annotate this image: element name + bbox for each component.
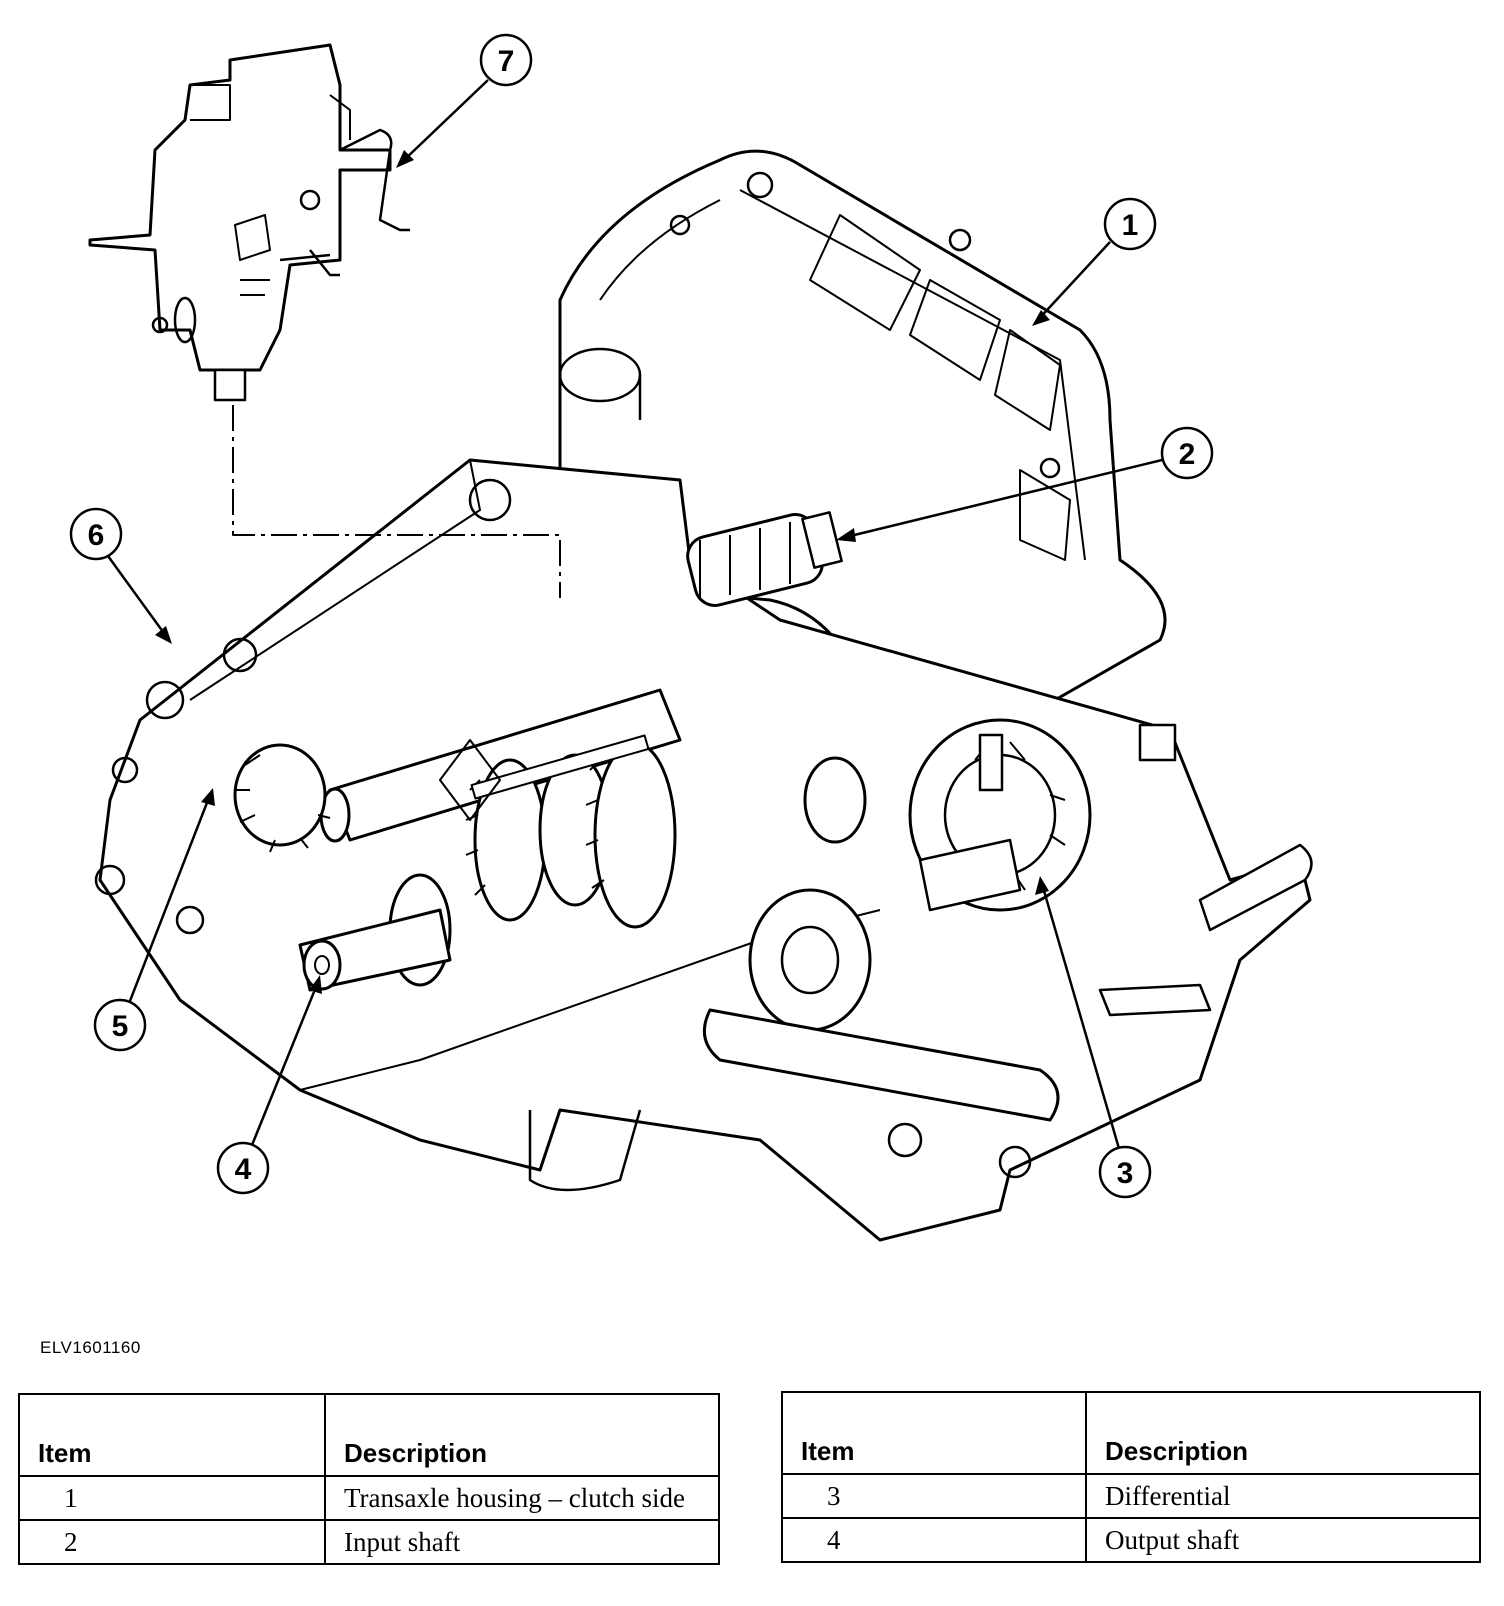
item-description: Transaxle housing – clutch side xyxy=(324,1475,720,1521)
legend-table-left: Item Description 1 Transaxle housing – c… xyxy=(18,1393,720,1565)
callout-2: 2 xyxy=(1160,426,1214,480)
arrowhead-7 xyxy=(396,150,414,168)
arrowhead-3 xyxy=(1035,876,1049,895)
figure-id: ELV1601160 xyxy=(40,1338,141,1357)
arrowhead-6 xyxy=(155,626,172,644)
column-header-item: Item xyxy=(781,1391,1087,1475)
svg-text:4: 4 xyxy=(235,1153,252,1186)
leader-arrow-3 xyxy=(1040,883,1122,1153)
differential xyxy=(702,718,1313,1122)
arrowhead-1 xyxy=(1032,310,1050,326)
item-description: Differential xyxy=(1085,1473,1481,1519)
arrowhead-5 xyxy=(201,788,215,806)
svg-text:1: 1 xyxy=(1122,209,1139,242)
svg-text:3: 3 xyxy=(1117,1157,1134,1190)
item-number: 3 xyxy=(781,1473,1087,1519)
svg-text:2: 2 xyxy=(1179,438,1196,471)
item-number: 2 xyxy=(18,1519,326,1565)
leader-arrow-4 xyxy=(248,981,320,1151)
leader-arrow-1 xyxy=(1035,241,1111,323)
item-description: Input shaft xyxy=(324,1519,720,1565)
leader-arrow-2 xyxy=(841,458,1163,540)
leader-arrow-7 xyxy=(401,79,489,163)
callout-7: 7 xyxy=(479,33,533,87)
arrowhead-2 xyxy=(836,528,856,542)
leader-arrow-5 xyxy=(126,794,212,1007)
input-shaft xyxy=(686,511,843,607)
legend-header-row: Item Description xyxy=(18,1393,720,1477)
callout-4: 4 xyxy=(216,1141,270,1195)
callout-6: 6 xyxy=(69,507,123,561)
gear-shift-mechanism xyxy=(88,43,410,402)
column-header-description: Description xyxy=(324,1393,720,1477)
arrowhead-4 xyxy=(309,975,322,994)
installation-line xyxy=(232,405,561,598)
column-header-item: Item xyxy=(18,1393,326,1477)
leader-arrow-6 xyxy=(106,555,168,637)
legend-table-right: Item Description 3 Differential 4 Output… xyxy=(781,1391,1481,1563)
callout-3: 3 xyxy=(1098,1145,1152,1199)
table-row: 1 Transaxle housing – clutch side xyxy=(18,1475,720,1521)
transaxle-illustration: 1 2 3 4 5 6 7 xyxy=(69,33,1313,1242)
legend-header-row: Item Description xyxy=(781,1391,1481,1475)
table-row: 4 Output shaft xyxy=(781,1517,1481,1563)
svg-text:6: 6 xyxy=(88,519,105,552)
item-description: Output shaft xyxy=(1085,1517,1481,1563)
table-row: 3 Differential xyxy=(781,1473,1481,1519)
item-number: 4 xyxy=(781,1517,1087,1563)
callout-5: 5 xyxy=(93,998,147,1052)
svg-text:5: 5 xyxy=(112,1010,129,1043)
svg-text:7: 7 xyxy=(498,45,515,78)
gear-train xyxy=(233,688,682,992)
callout-1: 1 xyxy=(1103,197,1157,251)
leader-arrows xyxy=(106,79,1163,1153)
column-header-description: Description xyxy=(1085,1391,1481,1475)
item-number: 1 xyxy=(18,1475,326,1521)
table-row: 2 Input shaft xyxy=(18,1519,720,1565)
